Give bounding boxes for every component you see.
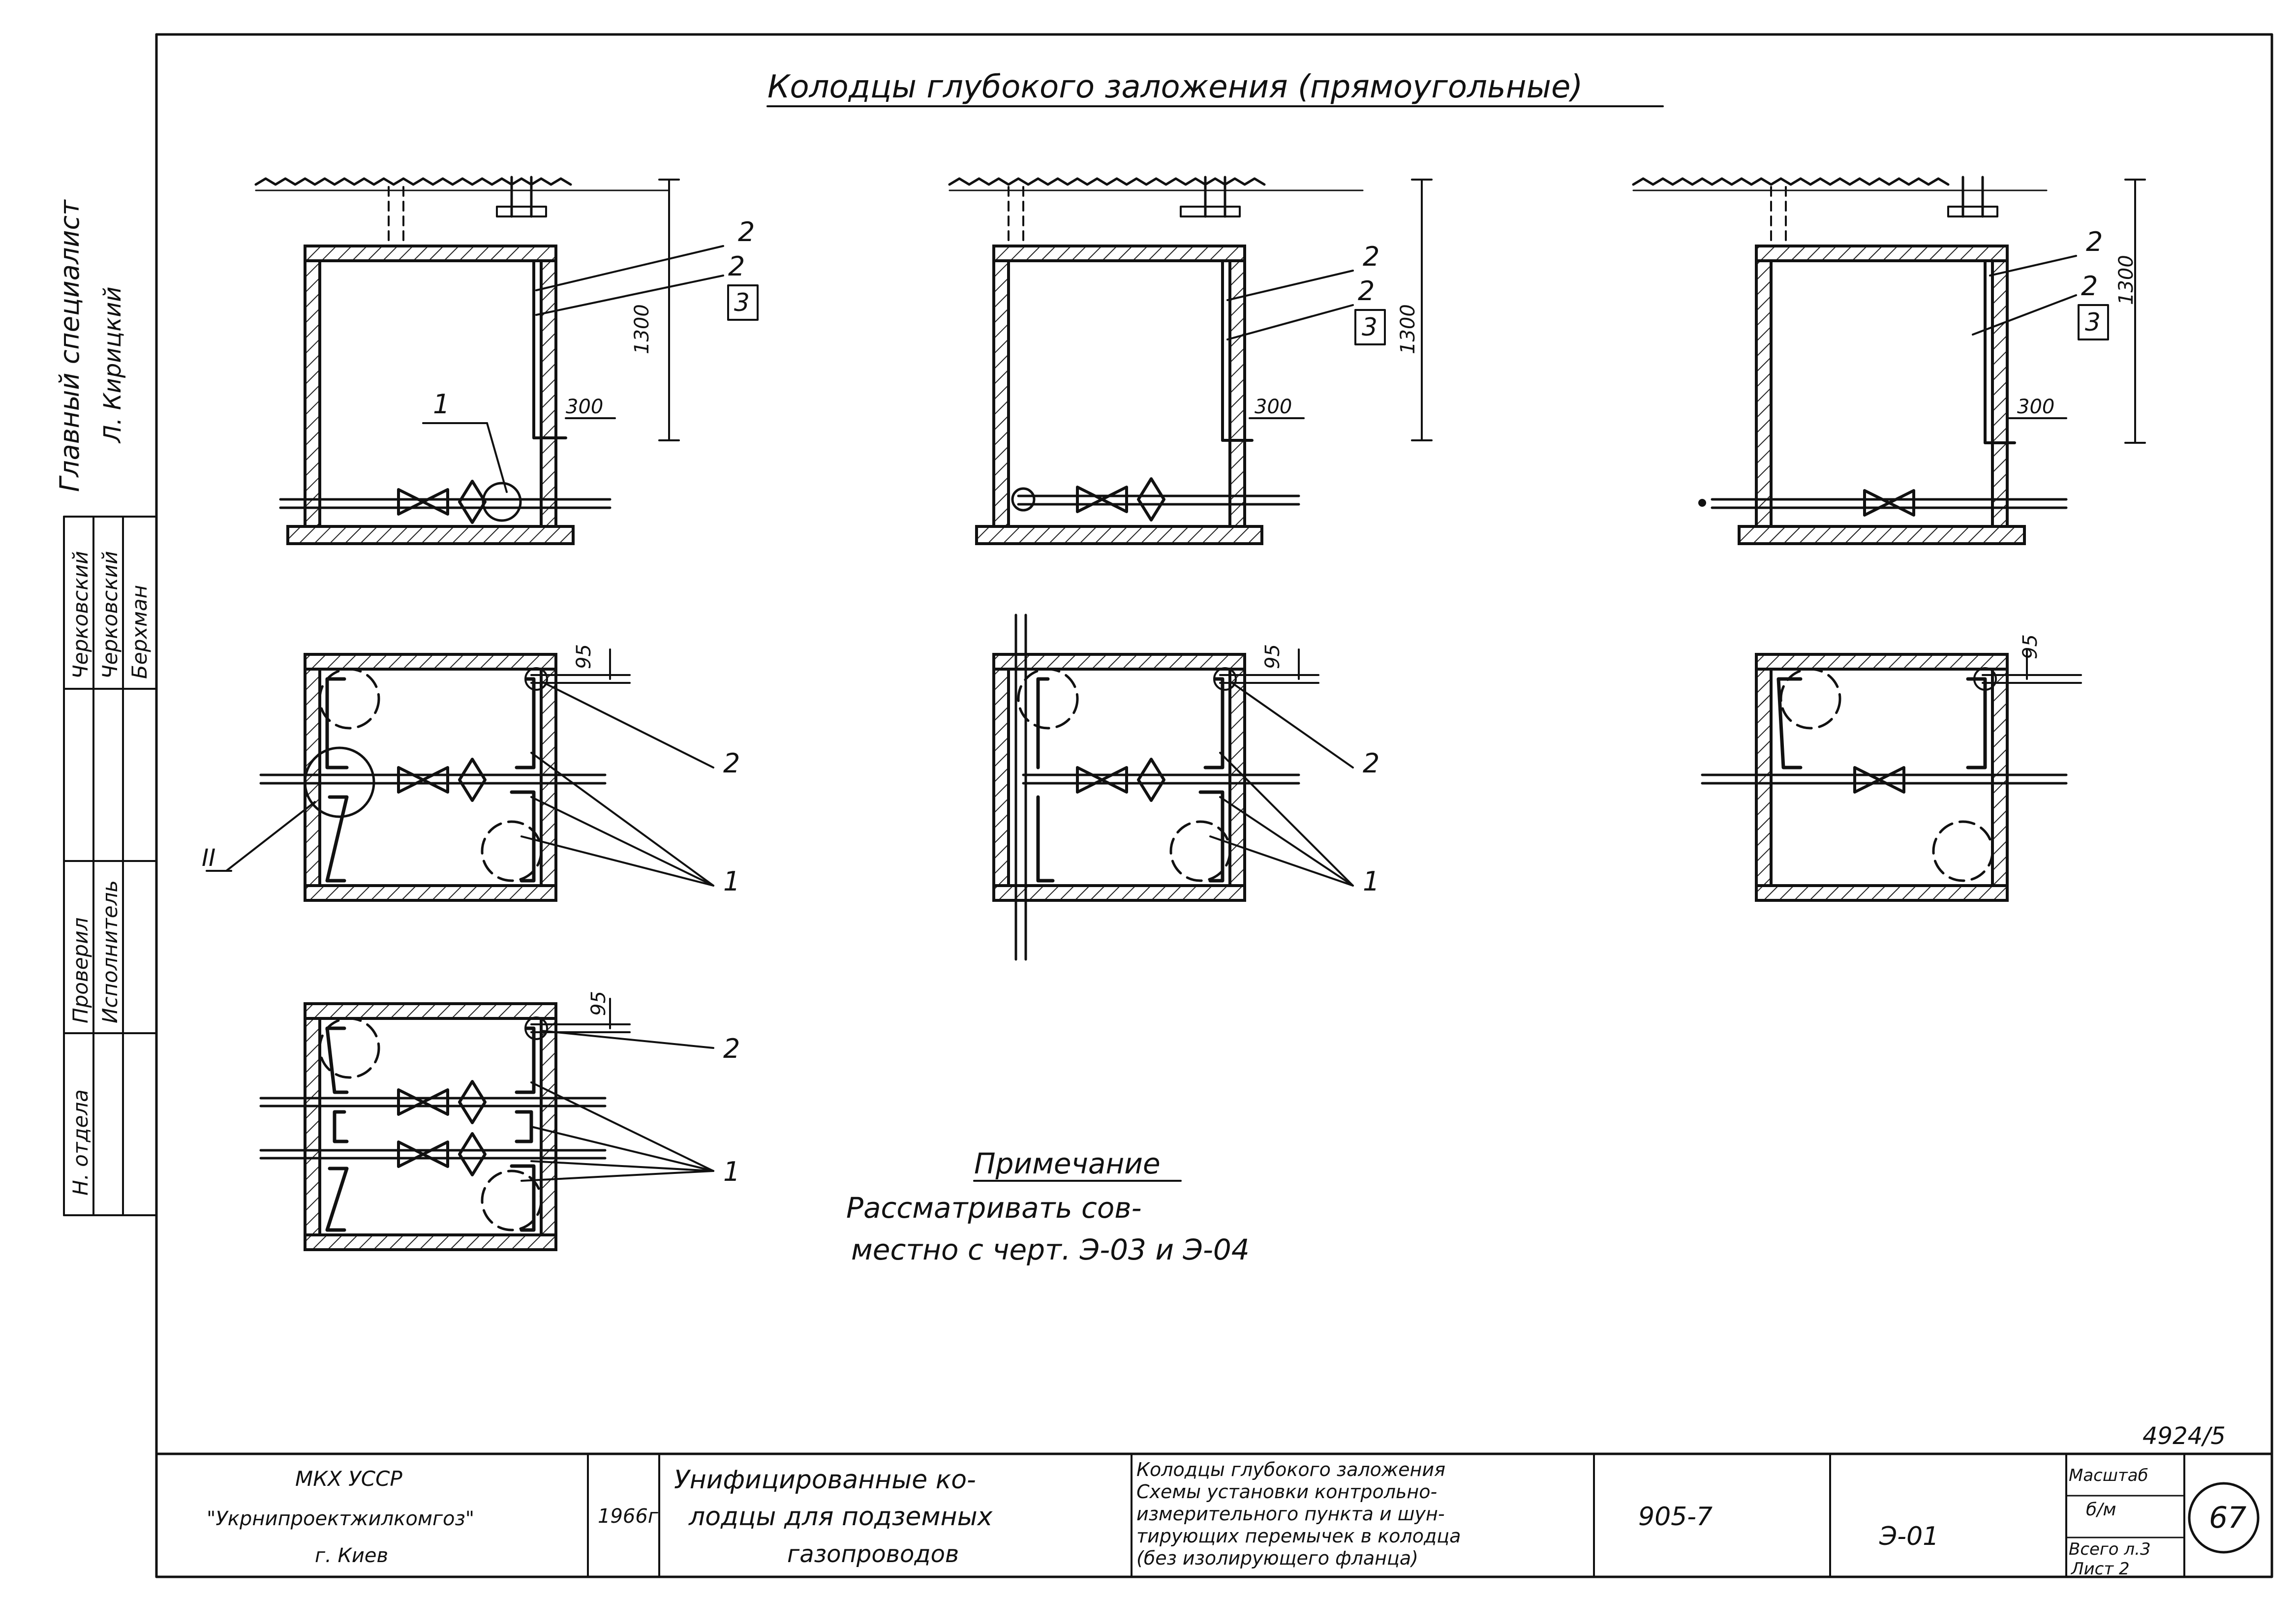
section-view-2: 1300 300 2 2 3	[949, 176, 1433, 545]
stamp-role-2: Проверил	[68, 918, 92, 1023]
drawing-title: Колодцы глубокого заложения (прямоугольн…	[767, 69, 1583, 105]
callout-2: 2	[2081, 271, 2098, 302]
callout-1: 1	[723, 1156, 740, 1187]
flange-dimension: 95	[573, 644, 595, 669]
project-line-3: газопроводов	[787, 1540, 959, 1568]
title-block: МКХ УССР "Укрнипроектжилкомгоз" г. Киев …	[207, 1453, 2260, 1579]
plan-view-2: 95 2 1	[992, 614, 1379, 961]
plan-view-3: 95	[1701, 634, 2082, 902]
side-stamp: Главный специалист Л. Кирицкий Н. отдела…	[54, 33, 158, 1578]
callout-1: 1	[433, 389, 450, 420]
note-line-2: местно с черт. Э-03 и Э-04	[851, 1233, 1250, 1266]
note-line-1: Рассматривать сов-	[846, 1191, 1142, 1225]
callout-3: 3	[1362, 313, 1378, 341]
sheets-total: Всего л.3	[2069, 1539, 2151, 1559]
callout-2: 2	[723, 1033, 740, 1064]
depth-dimension: 1300	[2115, 255, 2138, 305]
callout-1: 1	[723, 866, 740, 897]
reference-number: 4924/5	[2143, 1422, 2226, 1450]
section-view-3: 1300 300 2 2 3	[1633, 176, 2146, 545]
callout-2: 2	[2086, 226, 2103, 257]
section-view-1: 1300 300 2 2 3 1	[256, 176, 759, 545]
callout-2: 2	[723, 748, 740, 779]
desc-line-3: измерительного пункта и шун-	[1136, 1503, 1445, 1525]
callout-3: 3	[2085, 308, 2101, 337]
stamp-role-3: Исполнитель	[98, 880, 122, 1023]
org-line-1: МКХ УССР	[295, 1467, 402, 1491]
plan-view-1: 95 2 1 II	[202, 644, 740, 902]
callout-3: 3	[734, 288, 750, 317]
callout-2: 2	[728, 251, 745, 282]
desc-line-4: тирующих перемычек в колодца	[1136, 1525, 1461, 1547]
callout-2: 2	[1363, 241, 1379, 272]
callout-2: 2	[738, 216, 755, 247]
sheet-frame	[155, 33, 2273, 1578]
project-line-2: лодцы для подземных	[688, 1502, 993, 1532]
depth-dimension: 1300	[631, 304, 653, 354]
org-line-3: г. Киев	[315, 1544, 388, 1567]
flange-dimension: 95	[1261, 644, 1284, 669]
scale-value: б/м	[2086, 1500, 2116, 1520]
page-number-circle	[2188, 1482, 2260, 1554]
offset-dimension: 300	[2017, 396, 2054, 418]
callout-1: 1	[1363, 866, 1379, 897]
note-block: Примечание Рассматривать сов- местно с ч…	[846, 1147, 1250, 1266]
desc-line-5: (без изолирующего фланца)	[1136, 1547, 1418, 1569]
series-number: 905-7	[1638, 1502, 1713, 1532]
page-number: 67	[2209, 1501, 2246, 1535]
callout-roman-2: II	[202, 844, 215, 872]
stamp-header-1: Главный специалист	[54, 199, 85, 492]
scale-label: Масштаб	[2069, 1466, 2148, 1485]
callout-2: 2	[1363, 748, 1379, 779]
callout-2: 2	[1358, 276, 1375, 307]
note-heading: Примечание	[974, 1147, 1161, 1180]
offset-dimension: 300	[1255, 396, 1292, 418]
org-line-2: "Укрнипроектжилкомгоз"	[207, 1507, 474, 1530]
flange-dimension: 95	[587, 991, 610, 1016]
offset-dimension: 300	[566, 396, 603, 418]
stamp-name-1: Черковский	[98, 551, 122, 679]
desc-line-1: Колодцы глубокого заложения	[1136, 1459, 1445, 1480]
flange-dimension: 95	[2019, 634, 2042, 659]
project-line-1: Унифицированные ко-	[674, 1465, 976, 1495]
sheet-number: Лист 2	[2070, 1559, 2130, 1579]
stamp-header-2: Л. Кирицкий	[99, 286, 126, 444]
depth-dimension: 1300	[1397, 304, 1419, 354]
plan-view-4: 95 2 1	[259, 991, 740, 1251]
stamp-name-3: Черковский	[68, 551, 92, 679]
desc-line-2: Схемы установки контрольно-	[1136, 1481, 1437, 1503]
stamp-role-1: Н. отдела	[68, 1089, 92, 1196]
stamp-name-2: Берхман	[127, 585, 152, 679]
year: 1966г	[598, 1505, 659, 1528]
sheet-code: Э-01	[1879, 1522, 1939, 1551]
